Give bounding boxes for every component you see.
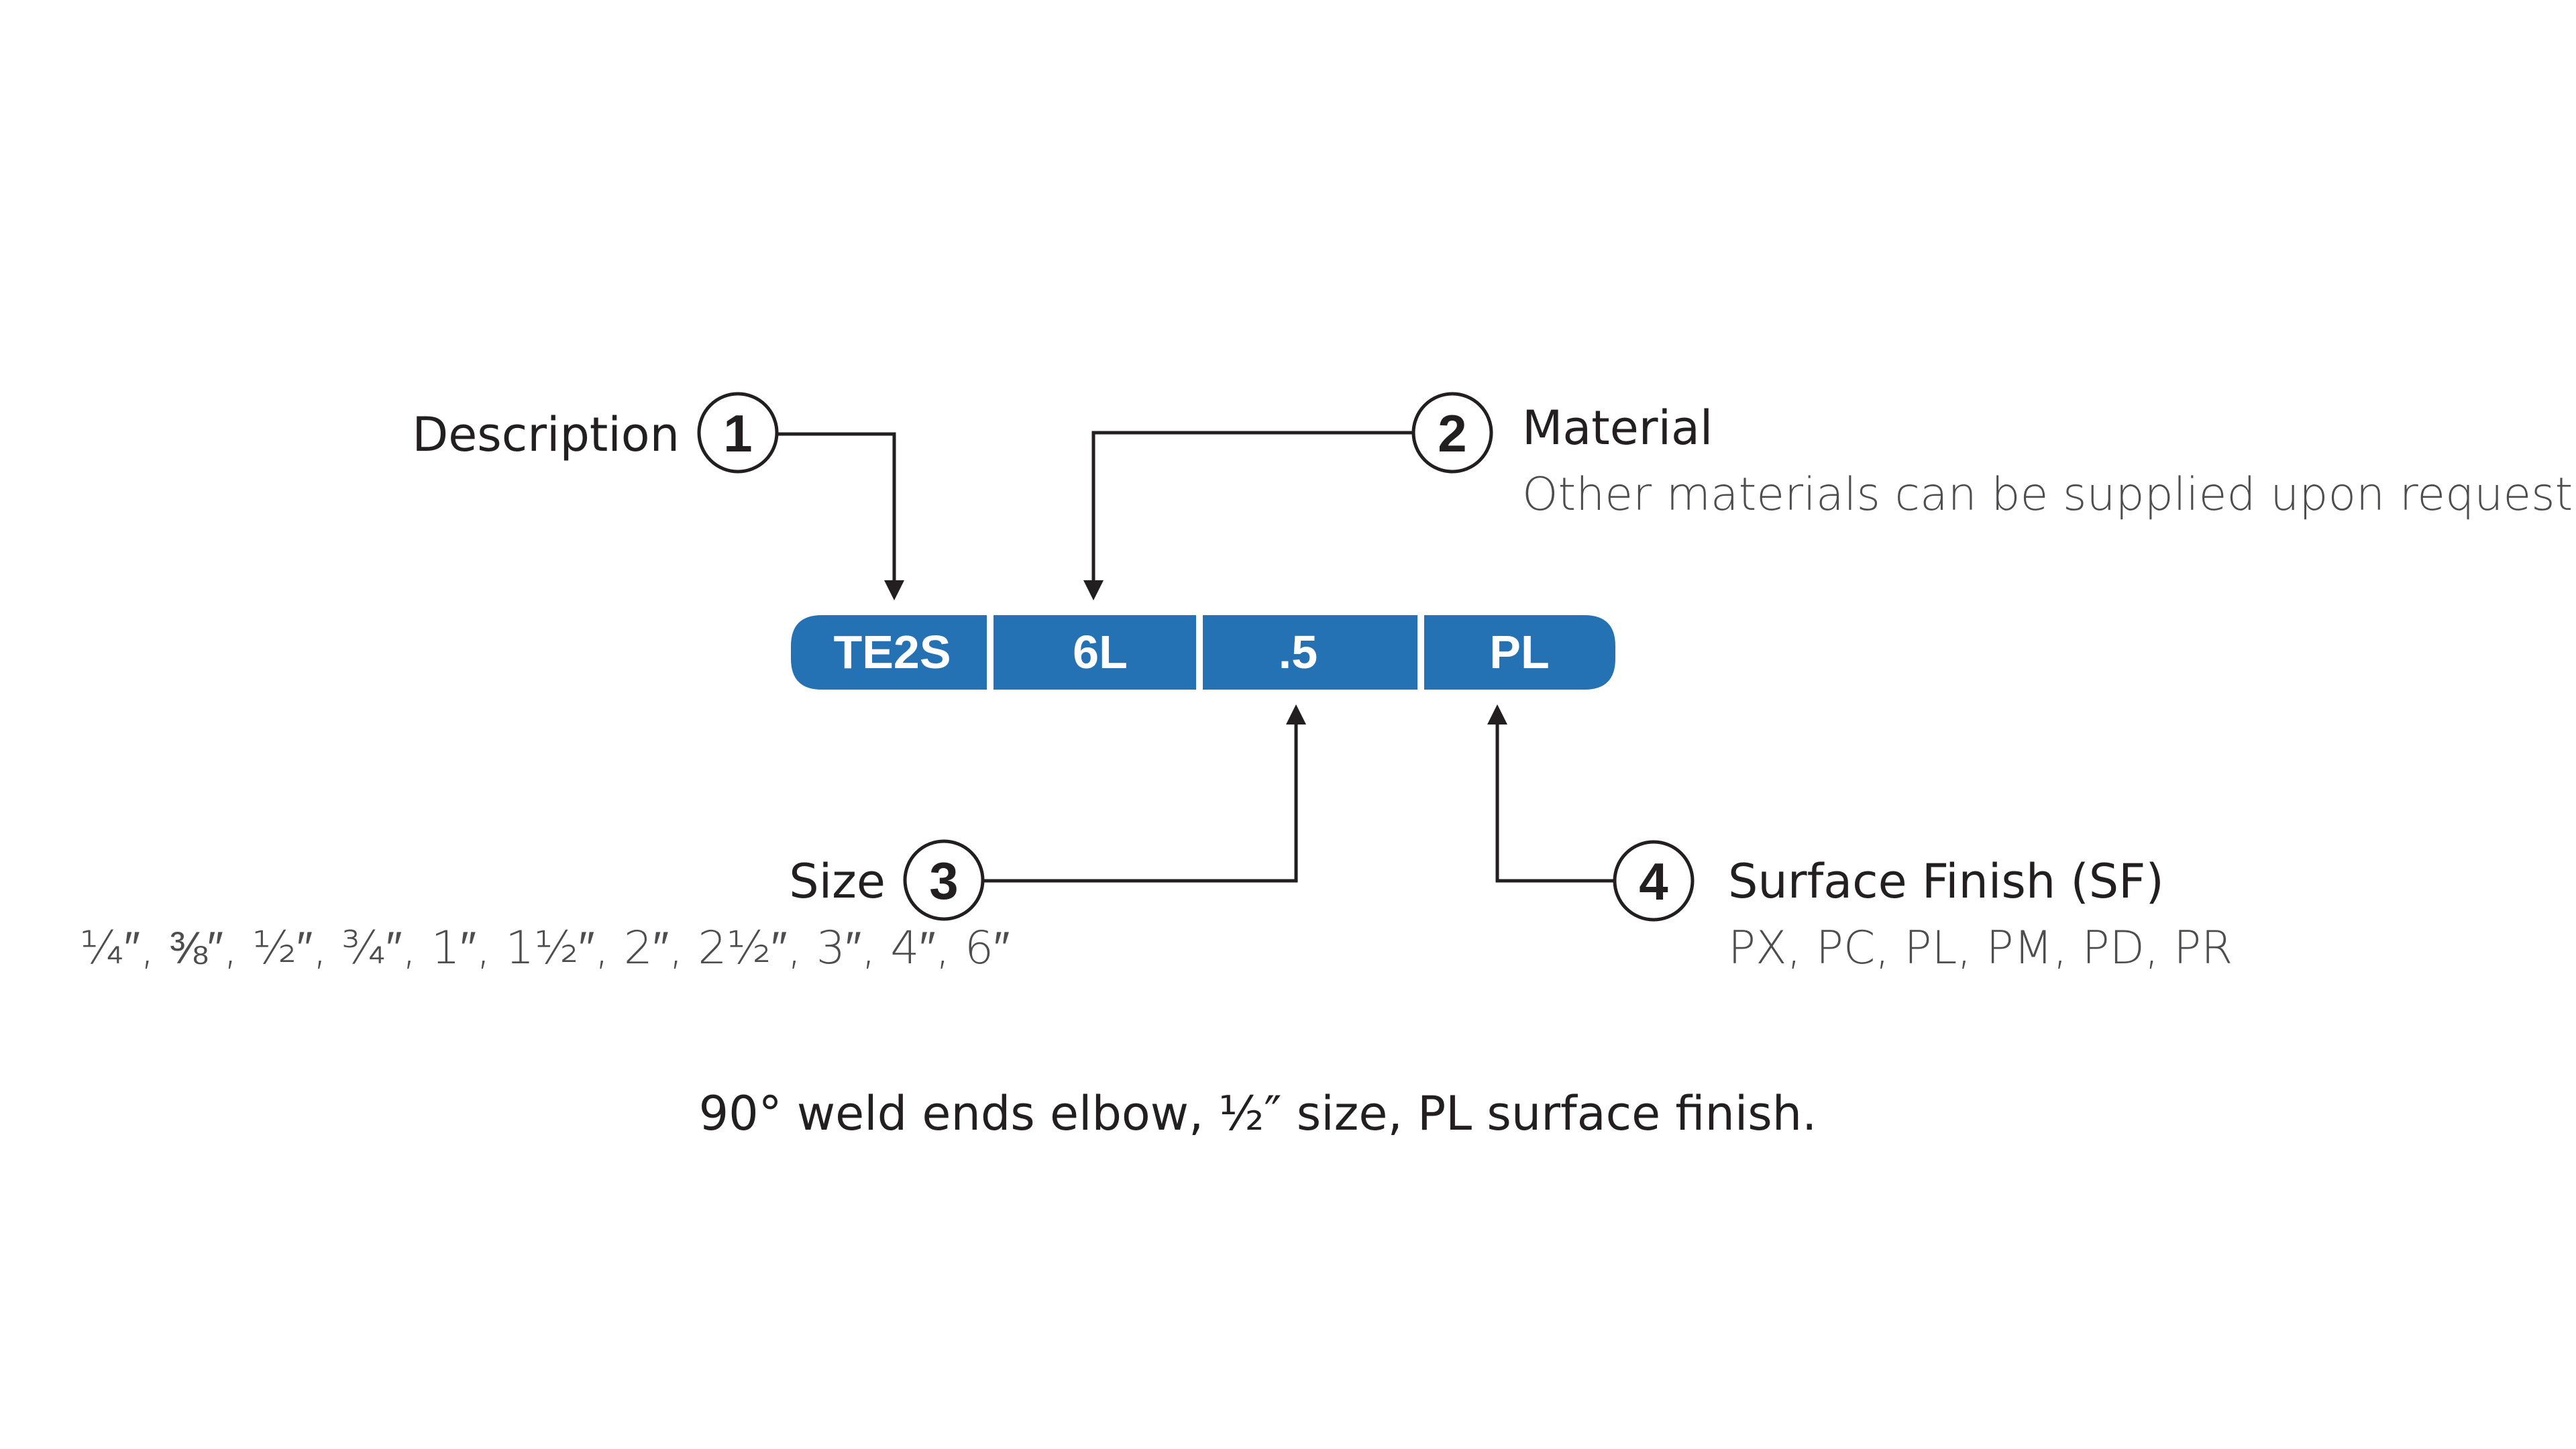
callout-material: 2 Material Other materials can be suppli… (1411, 392, 2573, 521)
connector-1 (778, 432, 904, 600)
callout-surface-finish: 4 Surface Finish (SF) PX, PC, PL, PM, PD… (1613, 840, 2233, 975)
connector-4 (1487, 704, 1613, 883)
size-options: ¼″, ⅜″, ½″, ¾″, 1″, 1½″, 2″, 2½″, 3″, 4″… (80, 922, 1010, 975)
segment-material-text: 6L (1073, 626, 1128, 678)
callout-size: Size 3 ¼″, ⅜″, ½″, ¾″, 1″, 1½″, 2″, 2½″,… (80, 839, 1010, 975)
number-circle-3 (903, 839, 985, 921)
number-3: 3 (929, 851, 958, 910)
example-caption: 90° weld ends elbow, ½″ size, PL surface… (699, 1086, 1817, 1141)
size-label: Size (789, 854, 885, 909)
segment-finish-text: PL (1489, 626, 1549, 678)
material-label: Material (1522, 400, 1713, 455)
connector-3 (983, 704, 1306, 883)
surface-finish-label: Surface Finish (SF) (1728, 854, 2164, 909)
number-1: 1 (723, 404, 752, 463)
segment-material (994, 615, 1196, 690)
segment-size (1203, 615, 1417, 690)
material-detail: Other materials can be supplied upon req… (1522, 468, 2573, 521)
segment-description-text: TE2S (833, 626, 951, 678)
number-circle-2 (1411, 392, 1493, 474)
callout-description: Description 1 (412, 392, 779, 474)
number-4: 4 (1639, 852, 1668, 911)
number-circle-4 (1613, 840, 1695, 922)
surface-finish-options: PX, PC, PL, PM, PD, PR (1728, 922, 2233, 975)
number-2: 2 (1438, 404, 1466, 463)
segment-finish (1424, 615, 1615, 690)
description-label: Description (412, 407, 680, 462)
segment-size-text: .5 (1279, 626, 1318, 678)
segment-description (791, 615, 987, 690)
number-circle-1 (697, 392, 779, 474)
part-number-bar: TE2S 6L .5 PL (791, 615, 1615, 690)
connector-2 (1083, 431, 1412, 600)
